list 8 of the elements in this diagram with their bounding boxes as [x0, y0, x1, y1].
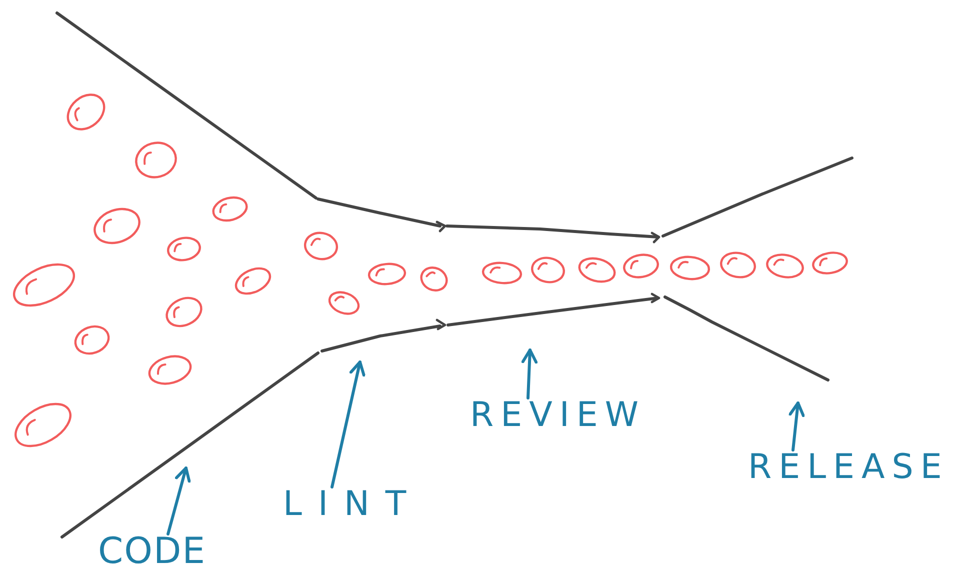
stage-label: CODE	[98, 534, 206, 570]
stage-label: RELEASE	[748, 450, 949, 484]
stage-label: LINT	[283, 487, 422, 521]
arrow	[521, 348, 538, 400]
arrow	[330, 360, 366, 488]
arrow	[166, 466, 191, 536]
arrow	[788, 402, 805, 452]
stage-label: REVIEW	[470, 398, 646, 432]
